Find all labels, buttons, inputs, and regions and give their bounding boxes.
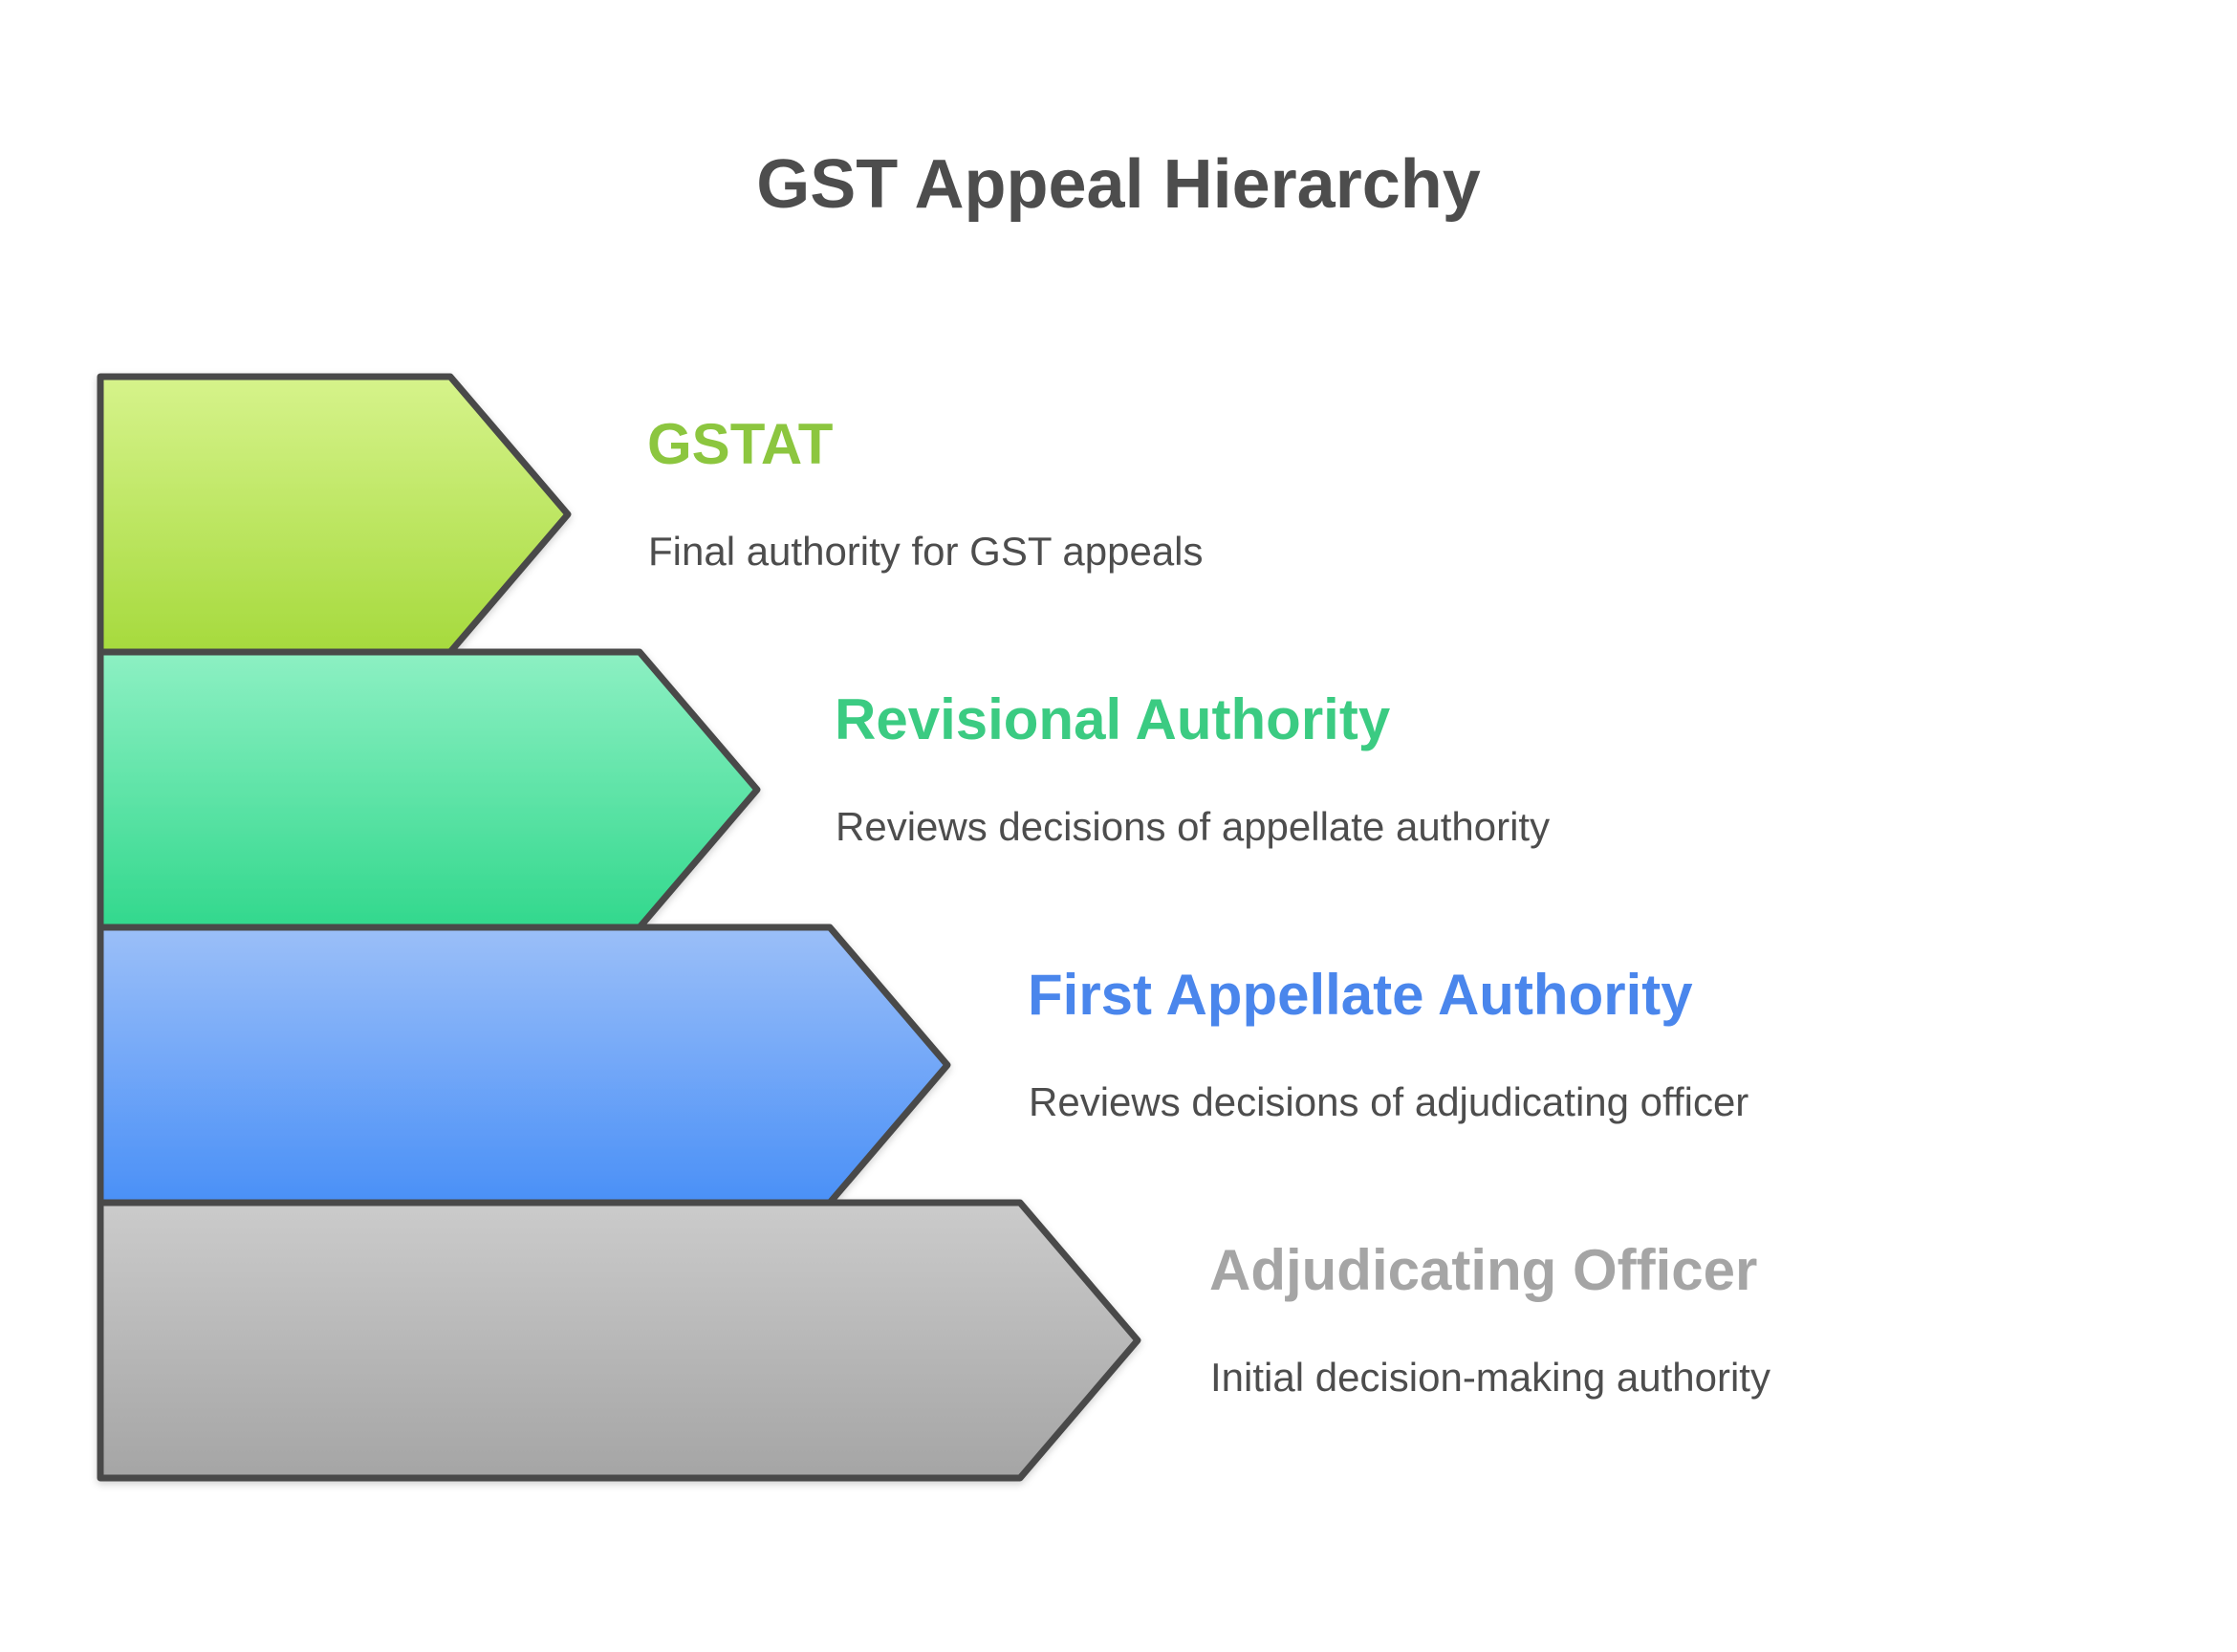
level-heading-gstat: GSTAT — [647, 412, 834, 476]
arrow-shape-first-appellate-authority — [97, 924, 951, 1206]
level-heading-first-appellate-authority: First Appellate Authority — [1028, 963, 1693, 1027]
page-title: GST Appeal Hierarchy — [756, 146, 1481, 223]
level-description-adjudicating-officer: Initial decision-making authority — [1210, 1355, 1770, 1400]
level-heading-revisional-authority: Revisional Authority — [835, 687, 1391, 751]
arrow-shape-revisional-authority — [97, 648, 761, 931]
level-description-first-appellate-authority: Reviews decisions of adjudicating office… — [1029, 1079, 1749, 1124]
level-heading-adjudicating-officer: Adjudicating Officer — [1209, 1238, 1758, 1302]
level-description-gstat: Final authority for GST appeals — [648, 529, 1204, 574]
arrow-shape-adjudicating-officer — [97, 1199, 1141, 1482]
arrow-shape-gstat — [97, 373, 572, 656]
level-description-revisional-authority: Reviews decisions of appellate authority — [836, 804, 1551, 849]
